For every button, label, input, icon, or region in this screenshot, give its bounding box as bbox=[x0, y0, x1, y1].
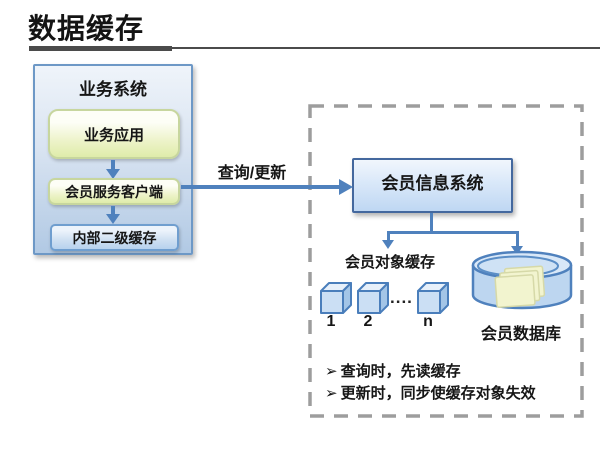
cache-cube-n-icon bbox=[417, 282, 449, 314]
cache-ellipsis: .... bbox=[390, 288, 413, 307]
member-client-label: 会员服务客户端 bbox=[65, 183, 163, 200]
member-database-icon bbox=[471, 250, 573, 310]
internal-l2-cache-node: 内部二级缓存 bbox=[50, 224, 179, 251]
note-item-update: ➢更新时，同步使缓存对象失效 bbox=[325, 383, 536, 405]
title-underline-thin bbox=[172, 47, 600, 49]
database-documents-icon bbox=[494, 265, 546, 308]
member-object-cache-label: 会员对象缓存 bbox=[344, 254, 435, 271]
mis-to-cache-arrow-icon bbox=[382, 240, 394, 249]
business-system-title: 业务系统 bbox=[79, 80, 147, 99]
internal-l2-cache-label: 内部二级缓存 bbox=[72, 229, 157, 246]
note-bullet-icon: ➢ bbox=[325, 385, 338, 402]
cache-cube-2-icon bbox=[357, 282, 389, 314]
note-text-update: 更新时，同步使缓存对象失效 bbox=[340, 385, 536, 402]
query-update-arrow-shaft bbox=[181, 185, 339, 189]
mis-connector-vertical bbox=[430, 213, 433, 233]
client-to-cache-arrow-icon bbox=[106, 214, 120, 224]
query-update-label: 查询/更新 bbox=[217, 165, 287, 182]
title-underline-thick bbox=[29, 46, 172, 51]
mis-to-cache-arrow-shaft bbox=[387, 231, 390, 241]
member-system-dashed-region bbox=[308, 104, 584, 418]
member-client-node: 会员服务客户端 bbox=[48, 178, 180, 205]
notes-list: ➢查询时，先读缓存 ➢更新时，同步使缓存对象失效 bbox=[325, 361, 536, 405]
cache-cube-2-label: 2 bbox=[363, 313, 373, 330]
note-bullet-icon: ➢ bbox=[325, 363, 338, 380]
business-app-label: 业务应用 bbox=[83, 126, 144, 144]
cache-cube-1-label: 1 bbox=[326, 313, 336, 330]
client-to-cache-arrow-shaft bbox=[111, 206, 115, 215]
business-app-node: 业务应用 bbox=[48, 109, 180, 159]
mis-to-db-arrow-icon bbox=[511, 246, 523, 255]
cache-cube-1-icon bbox=[320, 282, 352, 314]
member-info-system-node: 会员信息系统 bbox=[352, 158, 513, 213]
mis-connector-horizontal bbox=[387, 231, 519, 234]
cache-cube-n-label: n bbox=[423, 313, 433, 330]
member-database-label: 会员数据库 bbox=[480, 326, 561, 343]
member-info-system-label: 会员信息系统 bbox=[381, 174, 484, 193]
business-system-panel: 业务系统 业务应用 会员服务客户端 内部二级缓存 bbox=[33, 64, 193, 255]
note-text-query: 查询时，先读缓存 bbox=[340, 363, 461, 380]
app-to-client-arrow-icon bbox=[106, 169, 120, 179]
app-to-client-arrow-shaft bbox=[111, 160, 115, 170]
page-title: 数据缓存 bbox=[28, 13, 145, 44]
note-item-query: ➢查询时，先读缓存 bbox=[325, 361, 536, 383]
mis-to-db-arrow-shaft bbox=[516, 231, 519, 247]
query-update-arrow-icon bbox=[339, 179, 353, 195]
